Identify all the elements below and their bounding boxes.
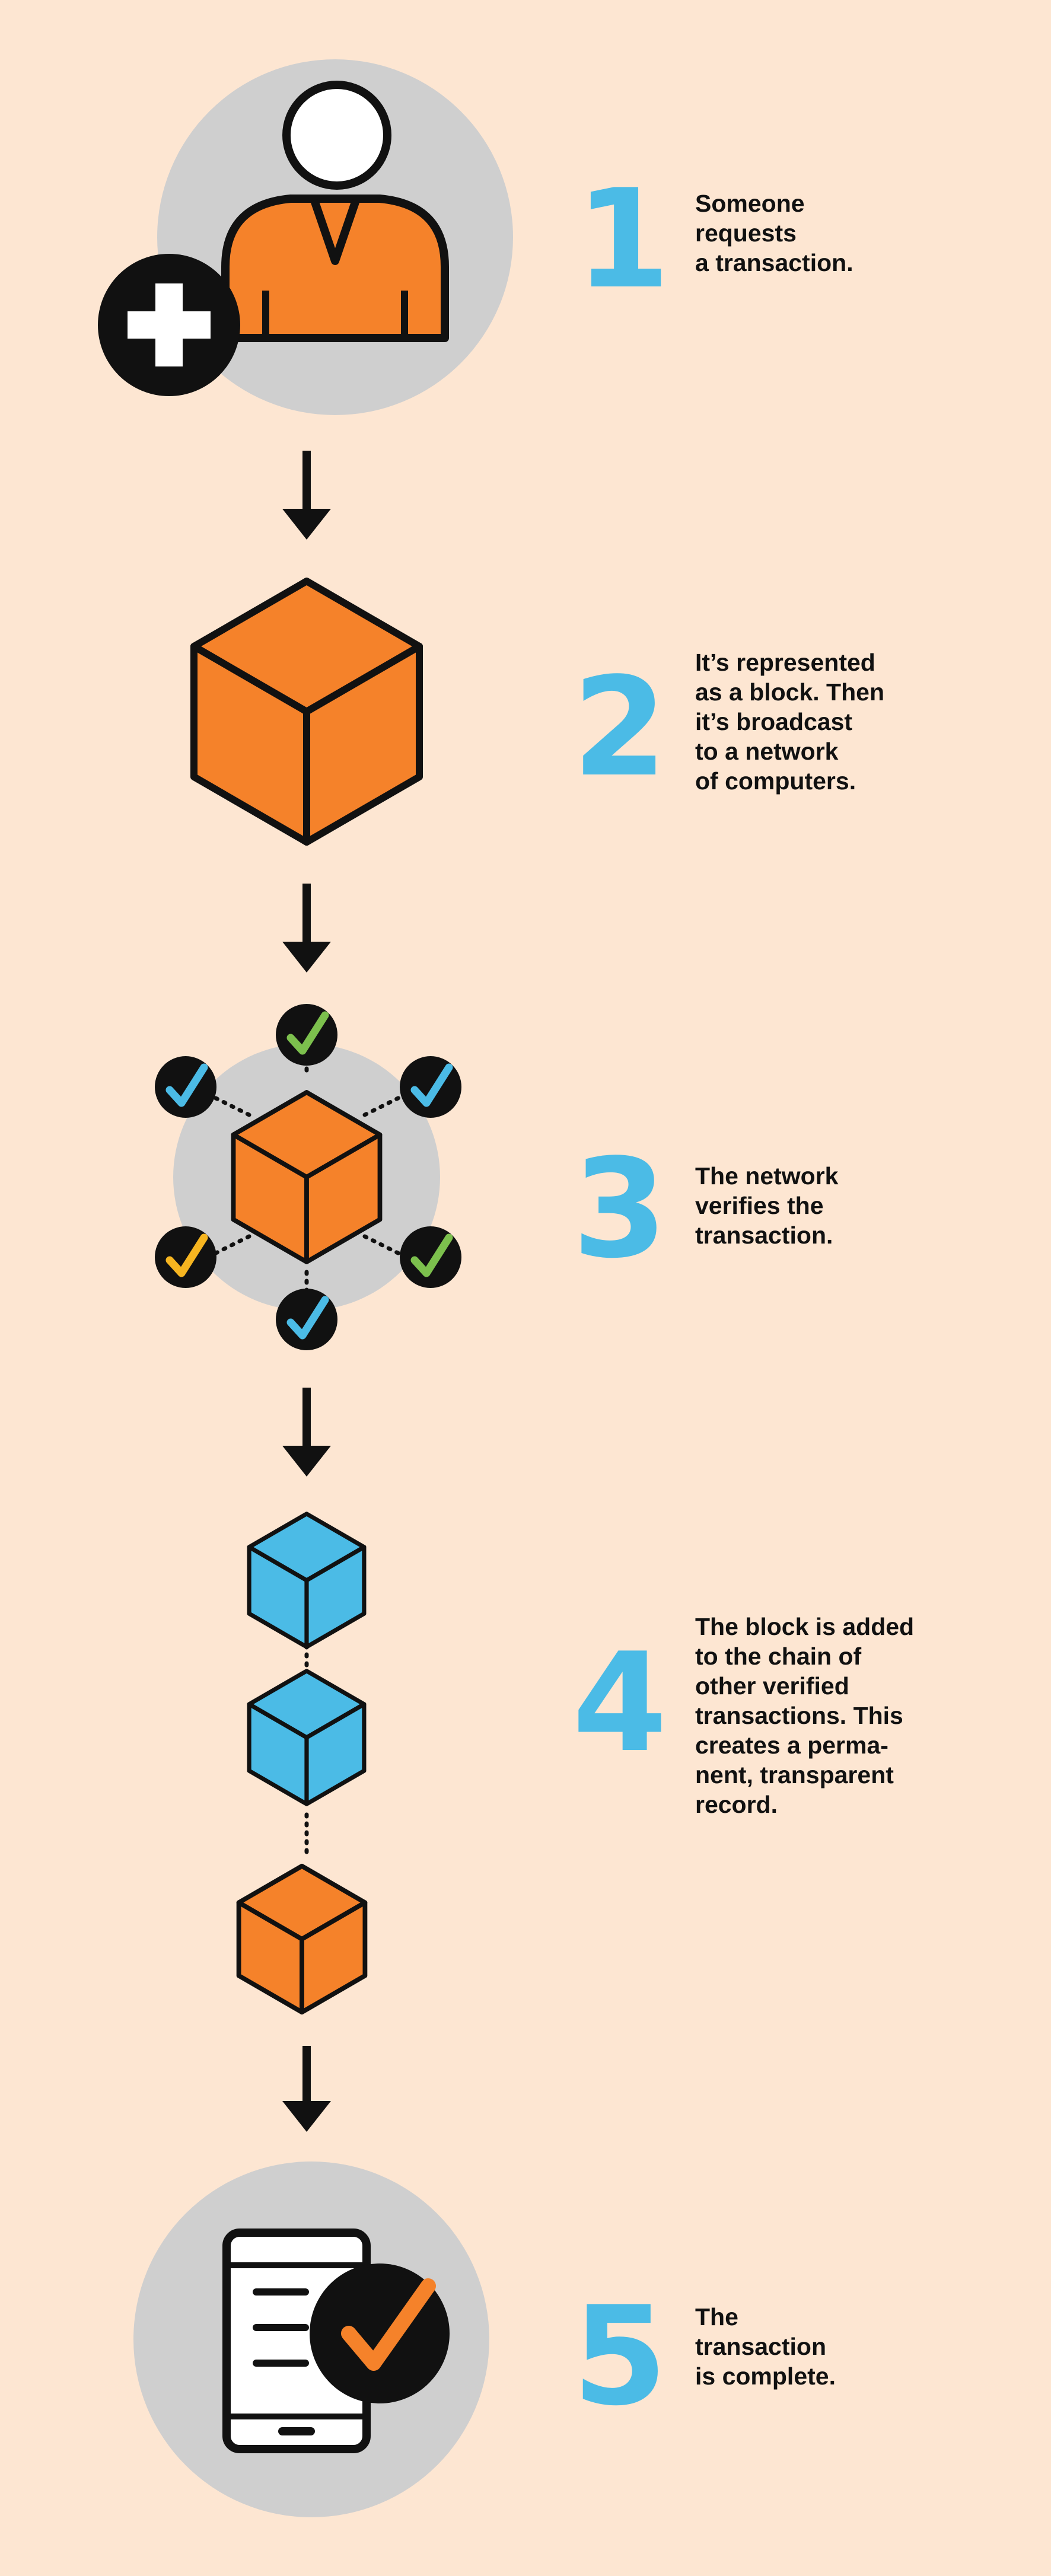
arrow-icon	[282, 884, 331, 973]
check-node-icon	[276, 1004, 337, 1066]
person-plus-icon	[98, 59, 513, 415]
step-number: 4	[572, 1624, 668, 1783]
step-description: The network verifies the transaction.	[695, 1162, 839, 1249]
step-number: 5	[572, 2278, 668, 2436]
phone-check-icon	[133, 2161, 489, 2517]
step-description: It’s represented as a block. Then it’s b…	[695, 649, 884, 795]
check-node-icon	[400, 1056, 461, 1118]
step-description: The block is added to the chain of other…	[695, 1613, 915, 1818]
arrow-icon	[282, 451, 331, 540]
block-icon	[194, 581, 419, 842]
check-node-icon	[155, 1226, 216, 1288]
step-number: 1	[575, 161, 671, 319]
check-node-icon	[400, 1226, 461, 1288]
network-verify-icon	[155, 1004, 461, 1350]
arrow-icon	[282, 1388, 331, 1477]
step-number: 2	[572, 649, 668, 807]
check-node-icon	[276, 1289, 337, 1350]
check-node-icon	[155, 1056, 216, 1118]
blockchain-icon	[239, 1514, 365, 2012]
step-number: 3	[572, 1130, 668, 1289]
arrow-icon	[282, 2046, 331, 2132]
step-description: The transaction is complete.	[695, 2303, 836, 2390]
step-description: Someone requests a transaction.	[695, 190, 853, 276]
